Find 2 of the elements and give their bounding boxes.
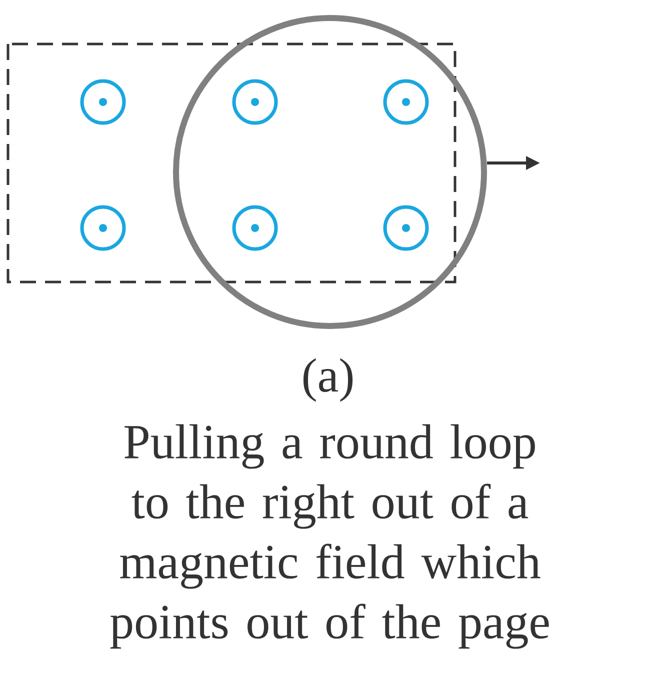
panel-label: (a)	[303, 358, 353, 402]
caption: Pulling a round loop to the right out of a magnetic field which points out of the page	[110, 424, 549, 649]
